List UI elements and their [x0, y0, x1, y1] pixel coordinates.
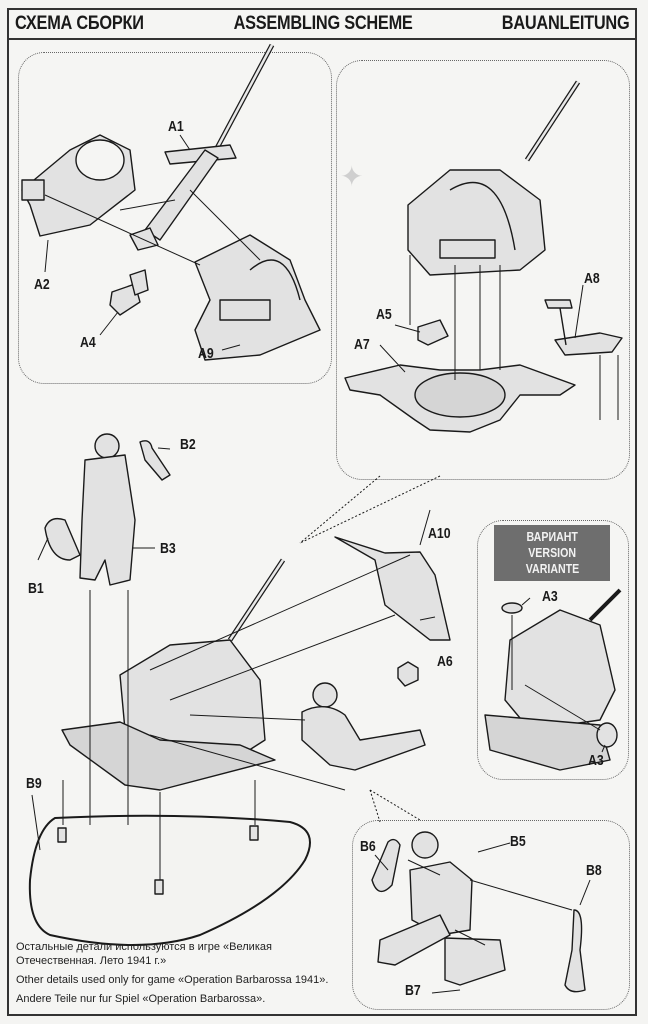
label-a10: A10 — [428, 525, 451, 542]
note-german: Andere Teile nur fur Spiel «Operation Ba… — [16, 993, 266, 1005]
part-b7 — [444, 937, 506, 986]
label-b8: B8 — [586, 862, 602, 879]
part-a3-top — [501, 602, 523, 614]
part-b3 — [79, 433, 136, 586]
title-german: BAUANLEITUNG — [501, 13, 629, 34]
part-a9 — [194, 234, 321, 361]
variant-panel — [477, 520, 629, 780]
label-b2: B2 — [180, 436, 196, 453]
label-b1: B1 — [28, 580, 44, 597]
seated-figure-step3 — [301, 682, 426, 771]
part-b8 — [564, 909, 586, 993]
title-russian: СХЕМА СБОРКИ — [15, 13, 144, 34]
part-b6 — [371, 838, 401, 893]
label-b9: B9 — [26, 775, 42, 792]
step1-panel — [18, 52, 332, 384]
bleed-through-text: ✦ — [340, 161, 364, 192]
step4-panel — [352, 820, 630, 1010]
label-b7: B7 — [405, 982, 421, 999]
footnotes: Остальные детали используются в игре «Ве… — [16, 940, 328, 1011]
label-a5: A5 — [376, 306, 392, 323]
assembled-mount-step2 — [407, 80, 581, 276]
part-a6 — [397, 661, 419, 687]
part-a10 — [334, 536, 451, 641]
label-a7: A7 — [354, 336, 370, 353]
header-bar: СХЕМА СБОРКИ ASSEMBLING SCHEME BAUANLEIT… — [9, 10, 635, 40]
variant-title-de: VARIANTE — [525, 562, 579, 576]
part-a4 — [109, 269, 149, 316]
label-a4: A4 — [80, 334, 96, 351]
variant-mount — [484, 588, 622, 771]
variant-header-box: ВАРИАНТ VERSION VARIANTE — [494, 525, 610, 581]
label-a1: A1 — [168, 118, 184, 135]
part-a7 — [344, 364, 576, 433]
variant-title-ru: ВАРИАНТ — [526, 530, 578, 544]
label-b6: B6 — [360, 838, 376, 855]
label-b3: B3 — [160, 540, 176, 557]
label-a9: A9 — [198, 345, 214, 362]
step2-panel — [336, 60, 630, 480]
part-b1 — [44, 517, 81, 561]
part-b9 — [28, 814, 311, 946]
assembled-gun-step3 — [61, 558, 286, 791]
label-b5: B5 — [510, 833, 526, 850]
assembly-arrows — [31, 134, 619, 994]
label-a3-top: A3 — [542, 588, 558, 605]
label-a6: A6 — [437, 653, 453, 670]
title-english: ASSEMBLING SCHEME — [233, 13, 413, 34]
part-b2 — [139, 440, 171, 481]
part-a5 — [417, 319, 449, 346]
part-a2 — [21, 134, 136, 237]
label-a8: A8 — [584, 270, 600, 287]
variant-title-en: VERSION — [528, 546, 576, 560]
part-a1 — [129, 43, 275, 251]
label-a2: A2 — [34, 276, 50, 293]
note-russian: Остальные детали используются в игре «Ве… — [16, 941, 272, 967]
part-a8 — [544, 299, 623, 356]
label-a3-bottom: A3 — [588, 752, 604, 769]
note-english: Other details used only for game «Operat… — [16, 974, 329, 986]
part-b5 — [377, 831, 473, 966]
part-a3-side — [596, 722, 618, 748]
